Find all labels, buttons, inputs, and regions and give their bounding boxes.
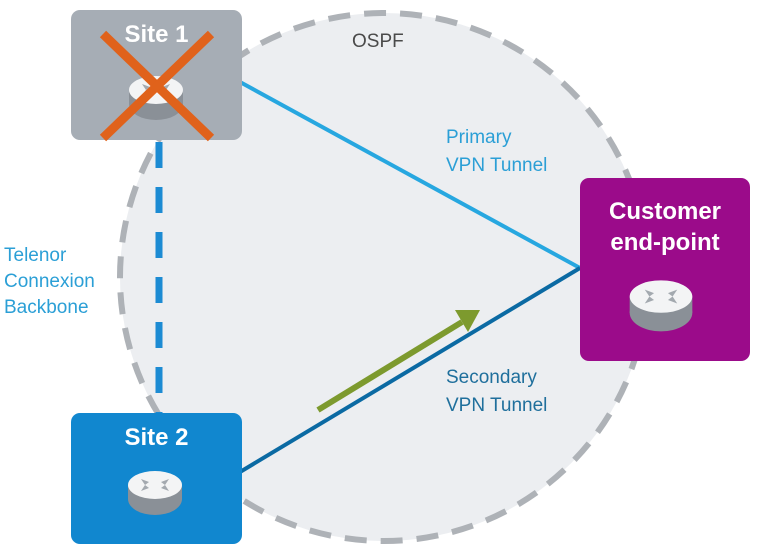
site2-title: Site 2 bbox=[124, 424, 189, 451]
site1-node[interactable]: Site 1 bbox=[71, 10, 242, 142]
primary-tunnel-label-line1: Primary bbox=[446, 127, 512, 148]
customer-title-line2: end-point bbox=[610, 229, 720, 256]
backbone-label-line2: Connexion bbox=[4, 271, 95, 292]
secondary-tunnel-line bbox=[238, 266, 582, 474]
secondary-tunnel-label-line1: Secondary bbox=[446, 367, 537, 388]
failover-arrow bbox=[316, 310, 480, 413]
customer-title-line1: Customer bbox=[608, 198, 722, 225]
primary-tunnel-line bbox=[239, 80, 581, 270]
router-icon bbox=[629, 280, 693, 332]
router-icon bbox=[128, 471, 182, 515]
backbone-label-line3: Backbone bbox=[4, 297, 89, 318]
backbone-label-line1: Telenor bbox=[4, 245, 67, 266]
customer-endpoint-node[interactable]: Customer end-point bbox=[580, 178, 750, 361]
primary-tunnel-label-line2: VPN Tunnel bbox=[446, 155, 548, 176]
site1-title: Site 1 bbox=[124, 21, 189, 48]
site2-node[interactable]: Site 2 bbox=[71, 413, 242, 544]
failure-x-icon bbox=[99, 30, 215, 142]
ospf-label: OSPF bbox=[352, 31, 404, 52]
secondary-tunnel-label-line2: VPN Tunnel bbox=[446, 395, 548, 416]
